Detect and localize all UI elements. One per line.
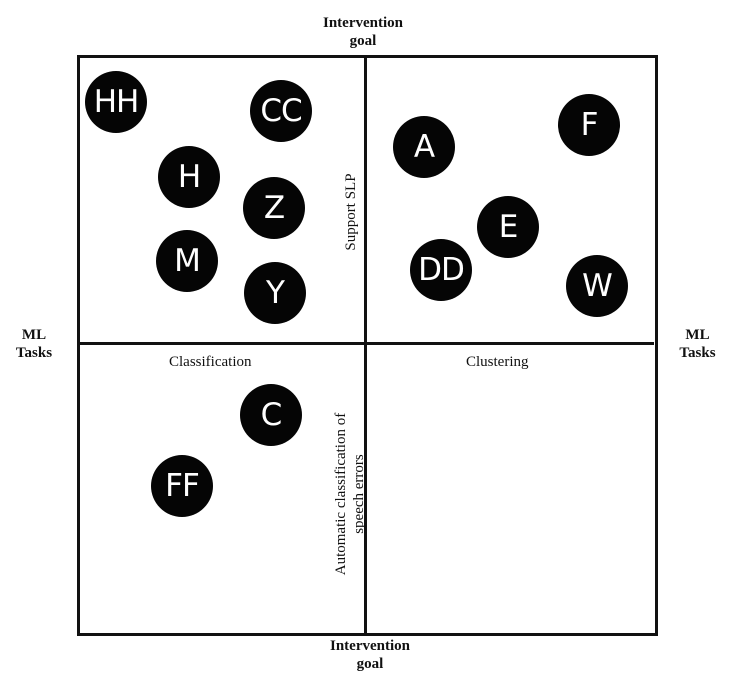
marker-c: C: [240, 384, 302, 446]
marker-m: M: [156, 230, 218, 292]
marker-z: Z: [243, 177, 305, 239]
quadrant-frame: [77, 55, 658, 636]
marker-hh: HH: [85, 71, 147, 133]
vertical-divider: [364, 57, 367, 633]
marker-dd: DD: [410, 239, 472, 301]
marker-f: F: [558, 94, 620, 156]
clustering-label: Clustering: [466, 354, 529, 370]
right-axis-label: ML Tasks: [679, 327, 716, 361]
marker-ff: FF: [151, 455, 213, 517]
horizontal-divider: [79, 342, 654, 345]
automatic-classification-label: Automatic classification of speech error…: [333, 412, 367, 576]
bottom-axis-label: Intervention goal: [330, 638, 410, 672]
top-axis-label: Intervention goal: [323, 15, 403, 49]
marker-cc: CC: [250, 80, 312, 142]
marker-w: W: [566, 255, 628, 317]
marker-e: E: [477, 196, 539, 258]
support-slp-label: Support SLP: [343, 173, 359, 251]
marker-h: H: [158, 146, 220, 208]
classification-label: Classification: [169, 354, 252, 370]
marker-a: A: [393, 116, 455, 178]
marker-y: Y: [244, 262, 306, 324]
left-axis-label: ML Tasks: [15, 327, 53, 361]
